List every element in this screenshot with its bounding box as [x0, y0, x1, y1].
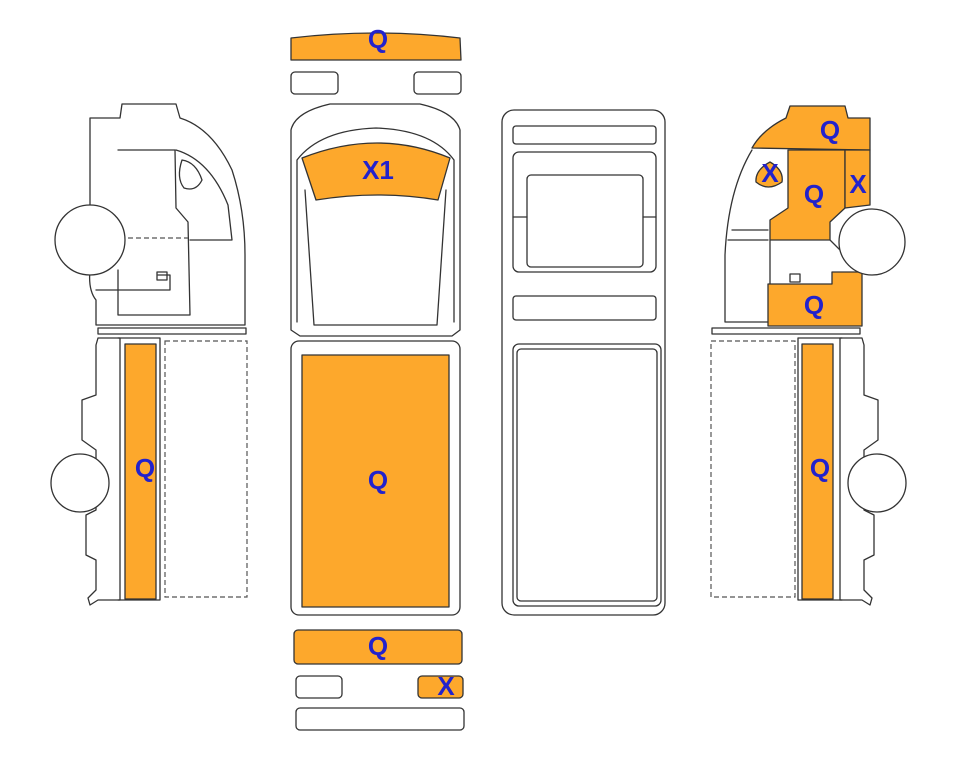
cab-top-inner2: [304, 189, 447, 326]
rear-light-right-panel: [417, 675, 464, 699]
left-side-view: Q: [50, 103, 248, 606]
top-view: Q X1 Q Q X: [290, 24, 465, 731]
right-window-line: [724, 149, 769, 323]
left-body-inner: [117, 337, 161, 601]
right-window-small-label: X: [761, 158, 779, 188]
left-cargo-dashed: [164, 340, 248, 598]
bottom-body-inner: [516, 348, 658, 602]
bottom-outline: [501, 109, 666, 616]
right-side-view: Q X Q X Q Q: [710, 105, 907, 606]
bottom-cab-inner: [526, 174, 644, 268]
bottom-cab-frame: [512, 151, 657, 273]
bottom-front-bar: [512, 125, 657, 145]
front-light-left: [290, 71, 339, 95]
roof-panel-label: Q: [368, 465, 388, 495]
bottom-mid-bar: [512, 295, 657, 321]
left-cab-base: [97, 327, 247, 335]
front-light-right: [413, 71, 462, 95]
left-side-body-panel: [124, 343, 157, 600]
roof-strip-panel: [290, 32, 462, 61]
right-body-outline: [839, 337, 879, 606]
left-rear-wheel: [50, 453, 110, 513]
cab-top-outline: [290, 103, 461, 337]
left-body-outline: [81, 337, 121, 606]
right-rear-wheel: [847, 453, 907, 513]
left-window-line: [175, 149, 233, 241]
roof-panel: [301, 354, 450, 608]
left-door-line: [95, 274, 171, 291]
right-cargo-dashed: [710, 340, 796, 598]
right-cab-door-label: Q: [804, 179, 824, 209]
left-front-wheel: [54, 204, 126, 276]
right-cab-rear-window-panel: [844, 149, 871, 209]
roof-body-outline: [290, 340, 461, 616]
rear-bumper-label: Q: [368, 631, 388, 661]
right-window-inner: [727, 229, 769, 241]
right-window-small-panel: [755, 161, 783, 188]
right-side-body-panel: [801, 343, 834, 600]
rear-bumper-panel: [293, 629, 463, 665]
bottom-body-outer: [512, 343, 662, 607]
right-handle: [789, 273, 801, 283]
right-body-inner: [797, 337, 843, 601]
rear-light-right-label: X: [437, 671, 455, 701]
right-front-wheel: [838, 208, 906, 276]
bottom-view: [501, 109, 666, 616]
windshield-label: X1: [362, 155, 394, 185]
windshield-panel: [301, 142, 451, 201]
cab-top-inner: [296, 127, 455, 323]
left-cab-outline: [88, 103, 246, 326]
roof-strip-label: Q: [368, 24, 388, 54]
right-cab-upper-panel: [751, 105, 871, 151]
left-handle: [156, 271, 168, 281]
left-side-body-label: Q: [135, 453, 155, 483]
right-side-body-label: Q: [810, 453, 830, 483]
right-cab-rear-window-label: X: [849, 169, 867, 199]
right-cab-base: [711, 327, 861, 335]
right-cab-upper-label: Q: [820, 115, 840, 145]
right-cab-lower-label: Q: [804, 290, 824, 320]
rear-light-left: [295, 675, 343, 699]
left-mirror: [178, 159, 203, 190]
rear-plate: [295, 707, 465, 731]
left-cab-inner-line: [117, 149, 191, 316]
